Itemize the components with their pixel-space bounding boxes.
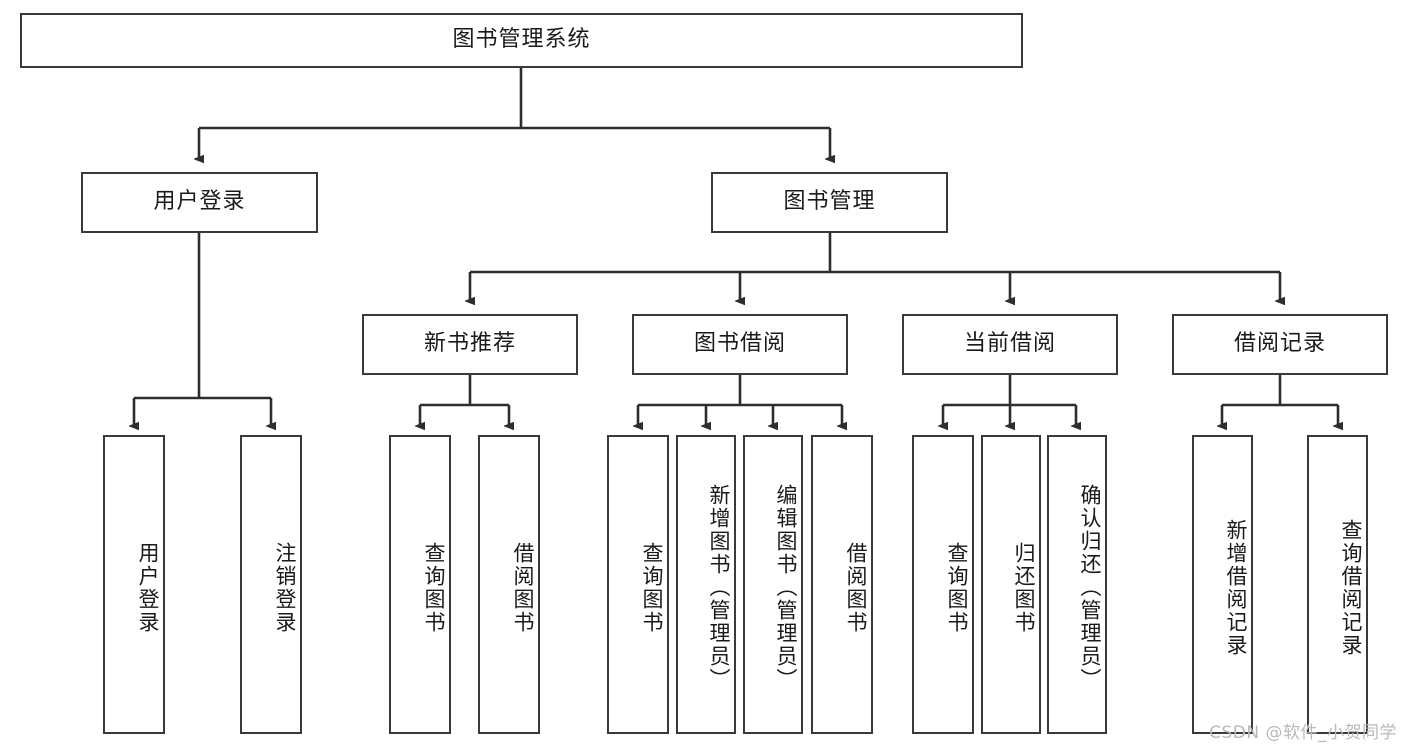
node-label: 查询图书 <box>945 541 969 634</box>
leaf-record-add-record[interactable]: 新增借阅记录 <box>1192 435 1253 734</box>
node-label: 编辑图书（管理员） <box>774 484 798 691</box>
node-label: 新增图书（管理员） <box>707 484 731 691</box>
node-label: 当前借阅 <box>963 331 1056 357</box>
node-label: 查询借阅记录 <box>1339 518 1363 657</box>
node-label: 归还图书 <box>1012 541 1036 634</box>
node-label: 图书借阅 <box>693 331 786 357</box>
leaf-borrow-borrow-books[interactable]: 借阅图书 <box>811 435 873 734</box>
leaf-borrow-edit-book-admin[interactable]: 编辑图书（管理员） <box>743 435 803 734</box>
node-user-login[interactable]: 用户登录 <box>81 172 318 233</box>
node-borrow-record[interactable]: 借阅记录 <box>1172 314 1388 375</box>
node-label: 借阅图书 <box>511 541 535 634</box>
node-label: 用户登录 <box>153 189 246 215</box>
csdn-watermark: CSDN @软件_小贺同学 <box>1209 723 1397 743</box>
leaf-borrow-query-books[interactable]: 查询图书 <box>607 435 669 734</box>
leaf-current-confirm-return-admin[interactable]: 确认归还（管理员） <box>1047 435 1107 734</box>
node-label: 确认归还（管理员） <box>1078 484 1102 691</box>
node-label: 查询图书 <box>640 541 664 634</box>
node-label: 新增借阅记录 <box>1224 518 1248 657</box>
node-root-library-system[interactable]: 图书管理系统 <box>20 13 1023 68</box>
node-label: 新书推荐 <box>423 331 516 357</box>
leaf-borrow-add-book-admin[interactable]: 新增图书（管理员） <box>676 435 736 734</box>
node-new-book-recommend[interactable]: 新书推荐 <box>362 314 578 375</box>
node-label: 查询图书 <box>422 541 446 634</box>
node-book-management[interactable]: 图书管理 <box>711 172 948 233</box>
leaf-current-return-books[interactable]: 归还图书 <box>981 435 1041 734</box>
node-label: 用户登录 <box>136 541 160 634</box>
node-label: 图书管理系统 <box>452 27 591 53</box>
node-current-borrow[interactable]: 当前借阅 <box>902 314 1118 375</box>
leaf-newbook-borrow-books[interactable]: 借阅图书 <box>478 435 540 734</box>
leaf-record-query-record[interactable]: 查询借阅记录 <box>1307 435 1368 734</box>
node-label: 注销登录 <box>273 541 297 634</box>
leaf-user-login[interactable]: 用户登录 <box>103 435 165 734</box>
leaf-current-query-books[interactable]: 查询图书 <box>912 435 974 734</box>
node-label: 借阅记录 <box>1233 331 1326 357</box>
node-label: 借阅图书 <box>844 541 868 634</box>
leaf-newbook-query-books[interactable]: 查询图书 <box>389 435 451 734</box>
leaf-user-logout[interactable]: 注销登录 <box>240 435 302 734</box>
node-book-borrow[interactable]: 图书借阅 <box>632 314 848 375</box>
node-label: 图书管理 <box>783 189 876 215</box>
